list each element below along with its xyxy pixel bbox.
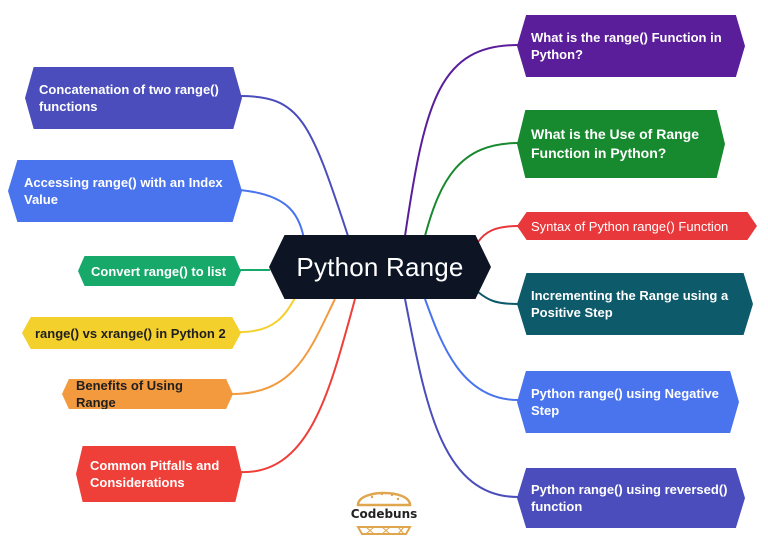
- node-negative-step: Python range() using Negative Step: [517, 371, 739, 433]
- node-convert-list-label: Convert range() to list: [91, 263, 227, 279]
- node-concatenation: Concatenation of two range() functions: [25, 67, 242, 129]
- center-topic: Python Range: [269, 235, 491, 299]
- node-accessing-index-label: Accessing range() with an Index Value: [24, 175, 223, 207]
- node-benefits: Benefits of Using Range: [62, 379, 233, 409]
- brand-name: Codebuns: [350, 507, 418, 521]
- node-syntax: Syntax of Python range() Function: [517, 212, 757, 240]
- node-positive-step: Incrementing the Range using a Positive …: [517, 273, 753, 335]
- connector-xrange: [239, 297, 296, 333]
- connector-what: [404, 44, 519, 237]
- codebuns-logo-icon: [356, 491, 412, 535]
- node-use-of-range: What is the Use of Range Function in Pyt…: [517, 110, 725, 178]
- node-what-is-range-label: What is the range() Function in Python?: [531, 30, 722, 62]
- node-positive-step-label: Incrementing the Range using a Positive …: [531, 288, 729, 320]
- node-convert-list: Convert range() to list: [78, 256, 241, 286]
- connector-reversed: [404, 298, 519, 498]
- node-pitfalls-label: Common Pitfalls and Considerations: [90, 458, 220, 490]
- connector-positive: [477, 291, 519, 305]
- node-negative-step-label: Python range() using Negative Step: [531, 386, 719, 418]
- connector-use: [424, 142, 519, 237]
- connector-pitfalls: [239, 298, 356, 474]
- node-xrange-label: range() vs xrange() in Python 2: [35, 325, 226, 341]
- node-what-is-range: What is the range() Function in Python?: [517, 15, 745, 77]
- node-xrange: range() vs xrange() in Python 2: [22, 317, 241, 349]
- node-accessing-index: Accessing range() with an Index Value: [8, 160, 242, 222]
- node-benefits-label: Benefits of Using Range: [76, 378, 183, 410]
- connector-benefits: [231, 298, 336, 395]
- node-reversed: Python range() using reversed() function: [517, 468, 745, 528]
- connector-syntax: [477, 225, 519, 243]
- node-reversed-label: Python range() using reversed() function: [531, 482, 728, 514]
- node-concatenation-label: Concatenation of two range() functions: [39, 82, 219, 114]
- node-pitfalls: Common Pitfalls and Considerations: [76, 446, 242, 502]
- connector-negative: [424, 298, 519, 401]
- node-syntax-label: Syntax of Python range() Function: [531, 218, 729, 234]
- connector-concat: [239, 95, 349, 237]
- node-use-of-range-label: What is the Use of Range Function in Pyt…: [531, 126, 700, 161]
- center-topic-label: Python Range: [296, 251, 464, 282]
